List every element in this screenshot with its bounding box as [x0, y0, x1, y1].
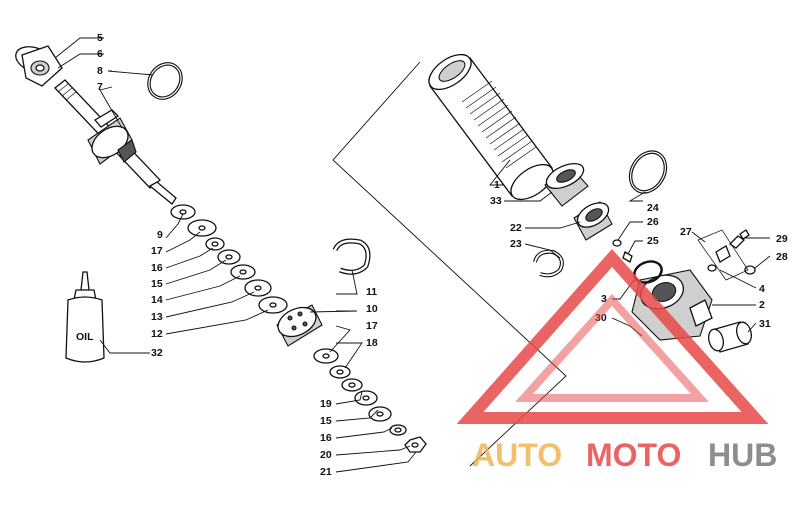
callout-11: 11 [366, 286, 377, 298]
callout-4: 4 [759, 283, 765, 295]
callout-5: 5 [97, 32, 103, 44]
callout-32: 32 [151, 347, 163, 359]
callout-3: 3 [601, 293, 607, 305]
callout-14: 14 [151, 294, 163, 306]
valve-core-25 [622, 251, 633, 263]
watermark-triangle [456, 248, 769, 424]
callout-27: 27 [680, 226, 692, 238]
small-ring-26 [612, 239, 622, 247]
callout-29: 29 [776, 233, 788, 245]
bumper-stop [87, 109, 137, 165]
callout-24: 24 [647, 202, 659, 214]
callout-7: 7 [97, 81, 103, 93]
callout-17b: 17 [366, 320, 378, 332]
bleed-fitting [707, 229, 756, 275]
callout-21: 21 [320, 466, 332, 478]
shaft-eye-end [15, 45, 63, 87]
callout-16b: 16 [320, 432, 332, 444]
callout-9: 9 [157, 229, 163, 241]
callout-23: 23 [510, 238, 522, 250]
seal-head-33 [544, 162, 589, 207]
callout-15b: 15 [320, 415, 332, 427]
callout-labels: 5 6 8 7 9 17 16 15 14 13 12 32 11 10 17 … [97, 32, 788, 478]
callout-15: 15 [151, 278, 163, 290]
callout-27-box [697, 229, 749, 281]
callout-2: 2 [759, 299, 765, 311]
clip-ring-11 [332, 238, 371, 275]
bottle-label: OIL [76, 331, 94, 343]
watermark-text-hub: HUB [708, 437, 777, 473]
watermark-text-moto: MOTO [586, 437, 681, 473]
clip-ring-23 [533, 249, 564, 278]
callout-8: 8 [97, 65, 103, 77]
callout-26: 26 [647, 216, 659, 228]
callout-18: 18 [366, 337, 378, 349]
cap-31 [708, 321, 752, 353]
callout-1: 1 [494, 179, 500, 191]
callout-13: 13 [151, 311, 163, 323]
oil-bottle: OIL [65, 271, 105, 363]
callout-25: 25 [647, 235, 659, 247]
callout-19: 19 [320, 398, 332, 410]
callout-33: 33 [490, 195, 502, 207]
callout-6: 6 [97, 48, 103, 60]
callout-10: 10 [366, 303, 378, 315]
callout-16: 16 [151, 262, 163, 274]
callout-12: 12 [151, 328, 163, 340]
shock-body-1 [428, 53, 554, 201]
callout-31: 31 [759, 318, 771, 330]
callout-22: 22 [510, 222, 522, 234]
watermark-text-auto: AUTO [472, 437, 562, 473]
callout-20: 20 [320, 449, 332, 461]
callout-28: 28 [776, 251, 788, 263]
watermark-logo: AUTO MOTO HUB [456, 248, 777, 473]
shim-stack-upper [170, 204, 288, 314]
piston-10 [276, 304, 323, 347]
shim-stack-lower [313, 348, 427, 453]
o-ring-24 [628, 150, 668, 194]
bearing-22 [573, 201, 613, 241]
leader-lines [54, 37, 771, 473]
o-ring-8 [147, 62, 183, 100]
callout-17: 17 [151, 245, 163, 257]
